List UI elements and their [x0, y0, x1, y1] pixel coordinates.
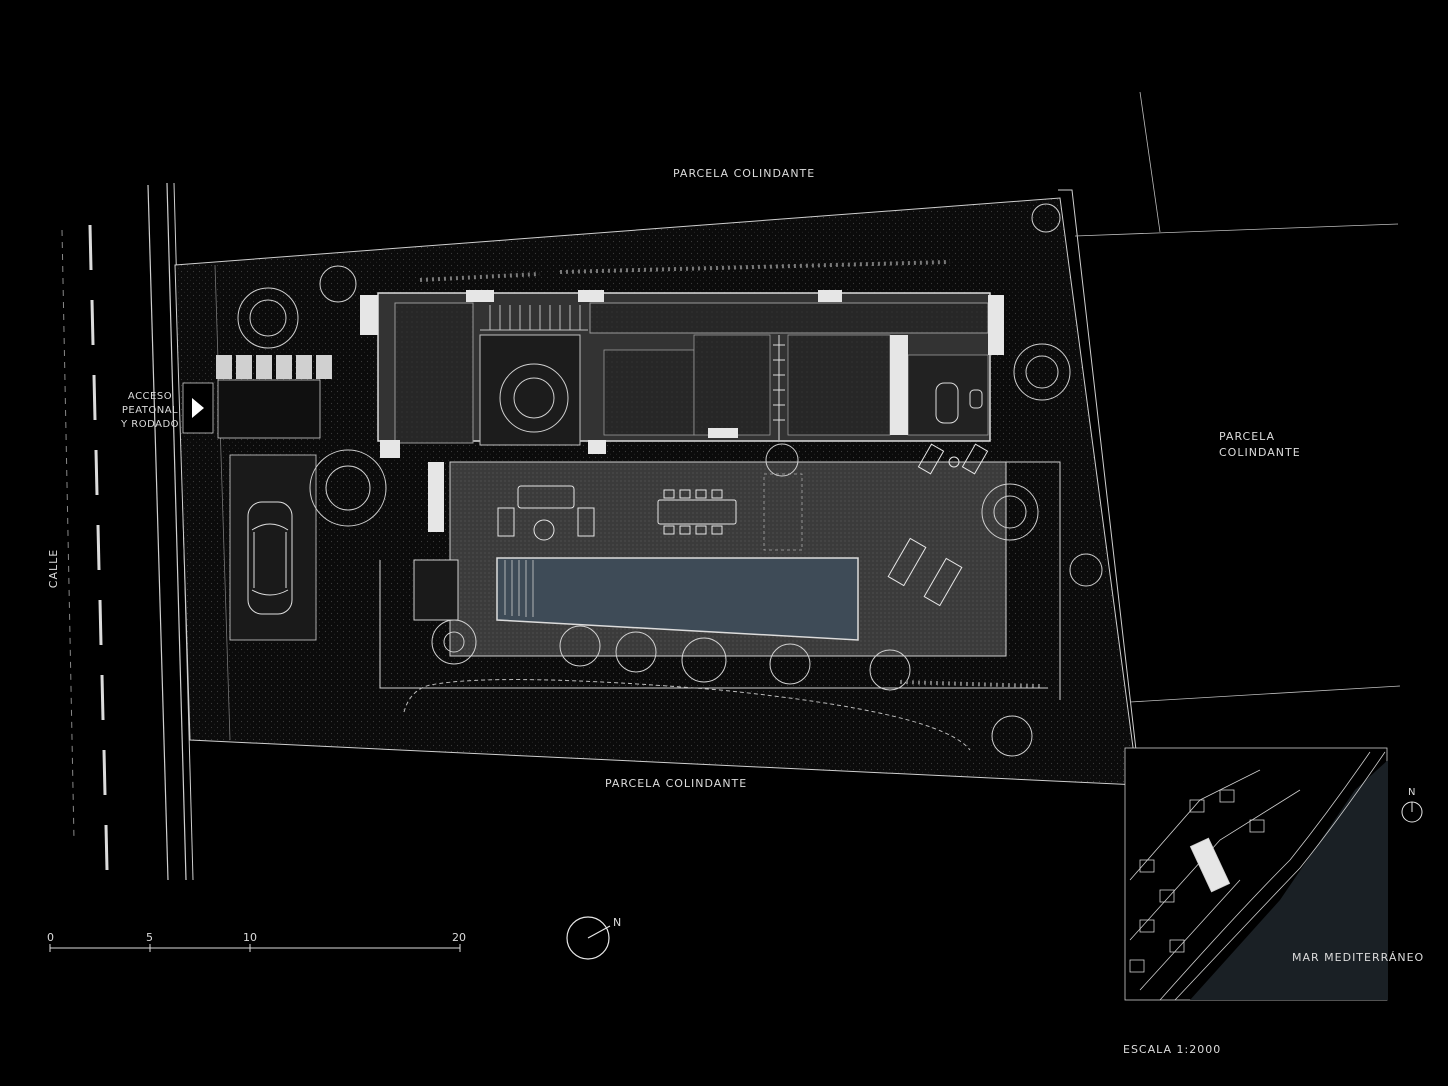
- parking-area: [216, 355, 332, 641]
- outdoor-furniture: [497, 443, 989, 607]
- label-escala: ESCALA 1:2000: [1123, 1043, 1222, 1056]
- label-acceso-3: Y RODADO: [120, 419, 180, 430]
- entrance-arrow-icon: [192, 398, 204, 418]
- label-calle: CALLE: [47, 548, 61, 589]
- trees: [237, 203, 1103, 757]
- label-parcela-right-1: PARCELA: [1219, 430, 1276, 443]
- neighbour-boundaries: [1074, 91, 1401, 703]
- scale-tick-10: 10: [243, 931, 257, 944]
- inset-north-label: N: [1408, 787, 1417, 798]
- lower-walls: [379, 559, 1048, 751]
- label-parcela-bottom: PARCELA COLINDANTE: [605, 777, 748, 790]
- scale-tick-0: 0: [47, 931, 54, 944]
- pool: [496, 557, 859, 641]
- label-mar: MAR MEDITERRÁNEO: [1292, 951, 1425, 964]
- label-parcela-right-2: COLINDANTE: [1219, 446, 1301, 459]
- label-acceso-2: PEATONAL: [121, 405, 179, 416]
- north-arrow-icon: [566, 916, 611, 960]
- inset-north-arrow-icon: [1401, 801, 1423, 823]
- scale-tick-20: 20: [452, 931, 466, 944]
- scale-tick-5: 5: [146, 931, 153, 944]
- label-parcela-top: PARCELA COLINDANTE: [673, 167, 816, 180]
- house: [360, 290, 1004, 532]
- hedges: [419, 260, 1041, 688]
- label-acceso-1: ACCESO: [127, 391, 173, 402]
- street: [61, 182, 194, 881]
- location-inset-map: [1124, 747, 1388, 1001]
- north-label: N: [613, 916, 623, 929]
- scale-bar: [49, 944, 461, 952]
- car-icon: [247, 501, 293, 615]
